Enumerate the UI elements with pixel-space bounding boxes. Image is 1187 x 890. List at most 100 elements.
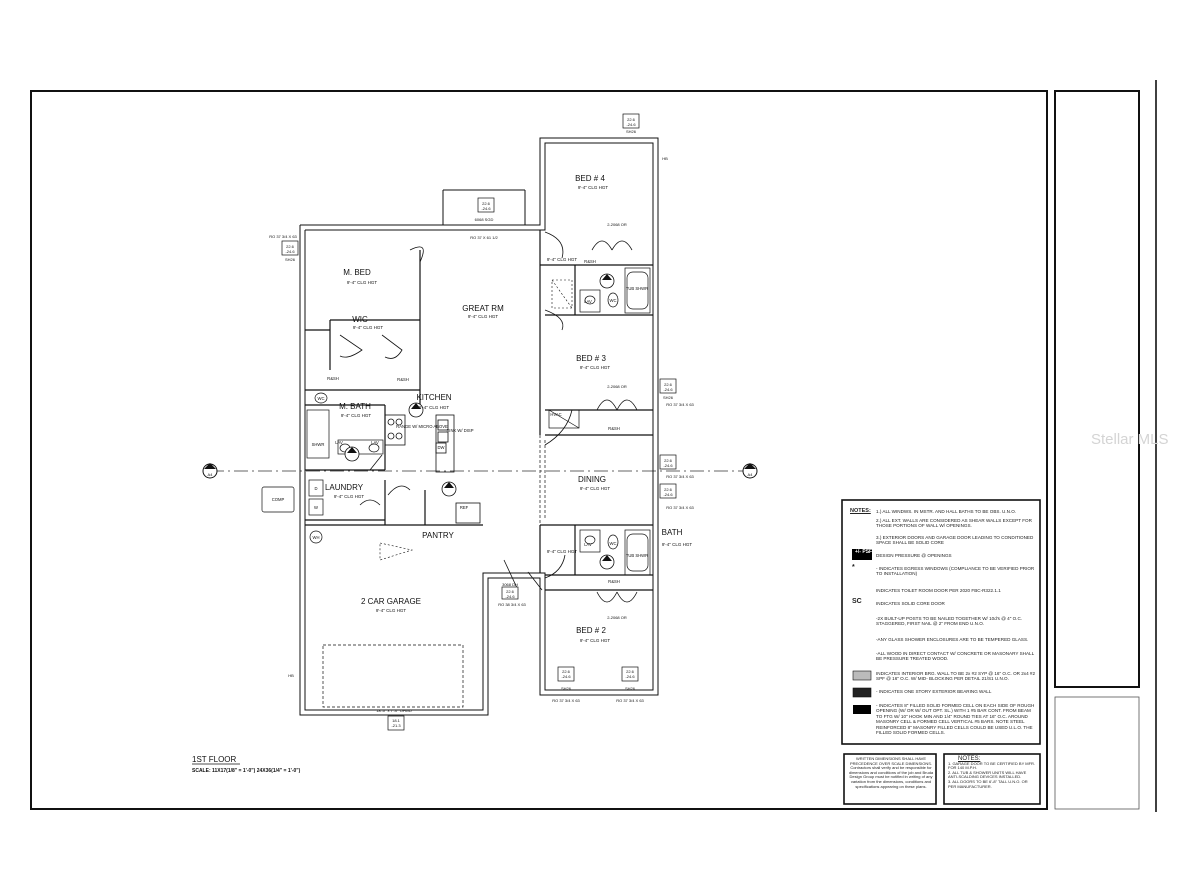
label-rsh-bed4: R&SH — [584, 259, 596, 264]
label-wc-bath1: WC — [610, 298, 617, 303]
label-hb-right: HB — [662, 156, 668, 161]
label-door-bed3: 2-2068 OR — [607, 384, 627, 389]
label-garage: 2 CAR GARAGE — [361, 597, 421, 606]
tag-bed2a-sh: SH26 — [561, 686, 572, 691]
section-marker-right: A4 — [742, 463, 758, 479]
tag-bed2a-a: 22.6 — [562, 669, 571, 674]
label-kitchen: KITCHEN — [416, 393, 451, 402]
label-garage-door: 18'-0" x 7'-0" OHGD — [376, 708, 412, 713]
floor-title: 1ST FLOOR — [192, 755, 237, 764]
tag-mbed-sh: SH26 — [285, 257, 296, 262]
label-sink: SINK W/ DISP — [447, 428, 474, 433]
label-ro-sgd: RO 37 X 61 1/2 — [470, 235, 498, 240]
label-washer: W — [314, 505, 318, 510]
tag-dining-a: 22.6 — [664, 458, 673, 463]
sheet-border — [30, 90, 1048, 810]
label-door-bed2: 2-2068 OR — [607, 615, 627, 620]
door-swings — [339, 231, 638, 603]
label-ro-mbed: RO 37 3/4 X 63 — [269, 234, 297, 239]
tag-bed2b-a: 22.6 — [626, 669, 635, 674]
label-wc-bath2: WC — [610, 541, 617, 546]
label-wic: WIC — [352, 315, 368, 324]
tag-mbed-a: 22.6 — [286, 244, 295, 249]
tag-dining2-a: 22.6 — [664, 487, 673, 492]
label-comp: COMP — [272, 497, 285, 502]
label-sgd: 6068 SGD — [475, 217, 494, 222]
label-ro-bed2a: RO 37 3/4 X 63 — [552, 698, 580, 703]
label-wh: WH — [313, 535, 320, 540]
tag-bed2b-b: -24.6 — [625, 674, 635, 679]
tag-bed4-a: 22.6 — [627, 117, 636, 122]
label-bed2: BED # 2 — [576, 626, 606, 635]
label-m-bath: M. BATH — [339, 402, 371, 411]
scale-text: SCALE: 11X17(1/8" = 1'-0") 24X36(1/4" = … — [192, 768, 301, 774]
label-ref: REF — [460, 505, 469, 510]
label-lav-bath1: LAV — [584, 299, 592, 304]
label-mbed: M. BED — [343, 268, 371, 277]
tag-garage-a: 18.1 — [392, 718, 401, 723]
label-lav-bath2: LAV — [584, 542, 592, 547]
label-ro-bed2b: RO 37 3/4 X 63 — [616, 698, 644, 703]
label-bed3: BED # 3 — [576, 354, 606, 363]
notes2-box — [943, 753, 1041, 805]
attic-access — [379, 279, 573, 561]
clg-mbed: 9'-4" CLG HGT — [347, 280, 377, 285]
clg-hall: 9'-4" CLG HGT — [547, 257, 577, 262]
svg-text:A4: A4 — [748, 472, 754, 477]
tag-bed3-sh: SH26 — [663, 395, 674, 400]
label-ro-bed3: RO 37 3/4 X 63 — [666, 402, 694, 407]
label-hb-left: HB — [288, 673, 294, 678]
clg-garage: 9'-4" CLG HGT — [376, 608, 406, 613]
notes-box — [841, 499, 1041, 745]
clg-bath: 9'-4" CLG HGT — [662, 542, 692, 547]
tag-dh-b: -24.6 — [505, 594, 515, 599]
title-block-border — [1054, 90, 1140, 688]
tag-dining2-b: -24.6 — [663, 492, 673, 497]
label-rsh-wic1: R&SH — [327, 376, 339, 381]
label-hvac: HVAC — [550, 412, 561, 417]
kitchen-counters — [384, 414, 481, 524]
label-rsh-bed2: R&SH — [608, 579, 620, 584]
clg-laundry: 9'-4" CLG HGT — [334, 494, 364, 499]
label-range: RANGE W/ MICRO ABOVE — [396, 424, 448, 429]
clg-bed4: 9'-4" CLG HGT — [578, 185, 608, 190]
dashed-walls — [304, 435, 546, 708]
tag-dh-a: 22.6 — [506, 589, 515, 594]
psf-swatch — [852, 549, 872, 560]
filled-cell-swatch — [853, 705, 871, 714]
tag-bed3-a: 22.6 — [664, 382, 673, 387]
label-lav-mbath1: LAV — [335, 440, 343, 445]
written-note-box — [843, 753, 937, 805]
tag-bed4-b: -24.6 — [626, 122, 636, 127]
label-ro-dh: RO 38 3/4 X 63 — [498, 602, 526, 607]
tag-bed3-b: -24.6 — [663, 387, 673, 392]
clg-bed2: 9'-4" CLG HGT — [580, 638, 610, 643]
marker-tips — [347, 274, 612, 561]
label-shwr: SHWR — [312, 442, 325, 447]
tag-dining-b: -24.6 — [663, 463, 673, 468]
tag-bed4-sh: SH26 — [626, 129, 637, 134]
label-dw: DW — [438, 445, 445, 450]
svg-text:A4: A4 — [208, 472, 214, 477]
clg-great-rm: 9'-4" CLG HGT — [468, 314, 498, 319]
label-dh: 3068 DH — [502, 582, 518, 587]
label-tub-2: TUB SHWR — [626, 553, 648, 558]
label-dryer: D — [314, 486, 317, 491]
tag-bed2a-b: -24.6 — [561, 674, 571, 679]
label-lav-mbath2: LAV — [371, 440, 379, 445]
bath-fixtures — [261, 267, 651, 576]
label-tub-1: TUB SHWR — [626, 286, 648, 291]
ext-wall-swatch — [852, 687, 872, 698]
clg-wic: 9'-4" CLG HGT — [353, 325, 383, 330]
clg-bed3: 9'-4" CLG HGT — [580, 365, 610, 370]
detail-markers — [344, 273, 615, 570]
tag-sgd-b: -24.6 — [481, 206, 491, 211]
pressure-tags — [281, 113, 677, 731]
label-bed4: BED # 4 — [575, 174, 605, 183]
label-rsh-wic2: R&SH — [397, 377, 409, 382]
label-ro-dining1: RO 37 3/4 X 63 — [666, 474, 694, 479]
label-ro-dining2: RO 37 3/4 X 63 — [666, 505, 694, 510]
tag-mbed-b: -24.6 — [285, 249, 295, 254]
label-laundry: LAUNDRY — [325, 483, 364, 492]
